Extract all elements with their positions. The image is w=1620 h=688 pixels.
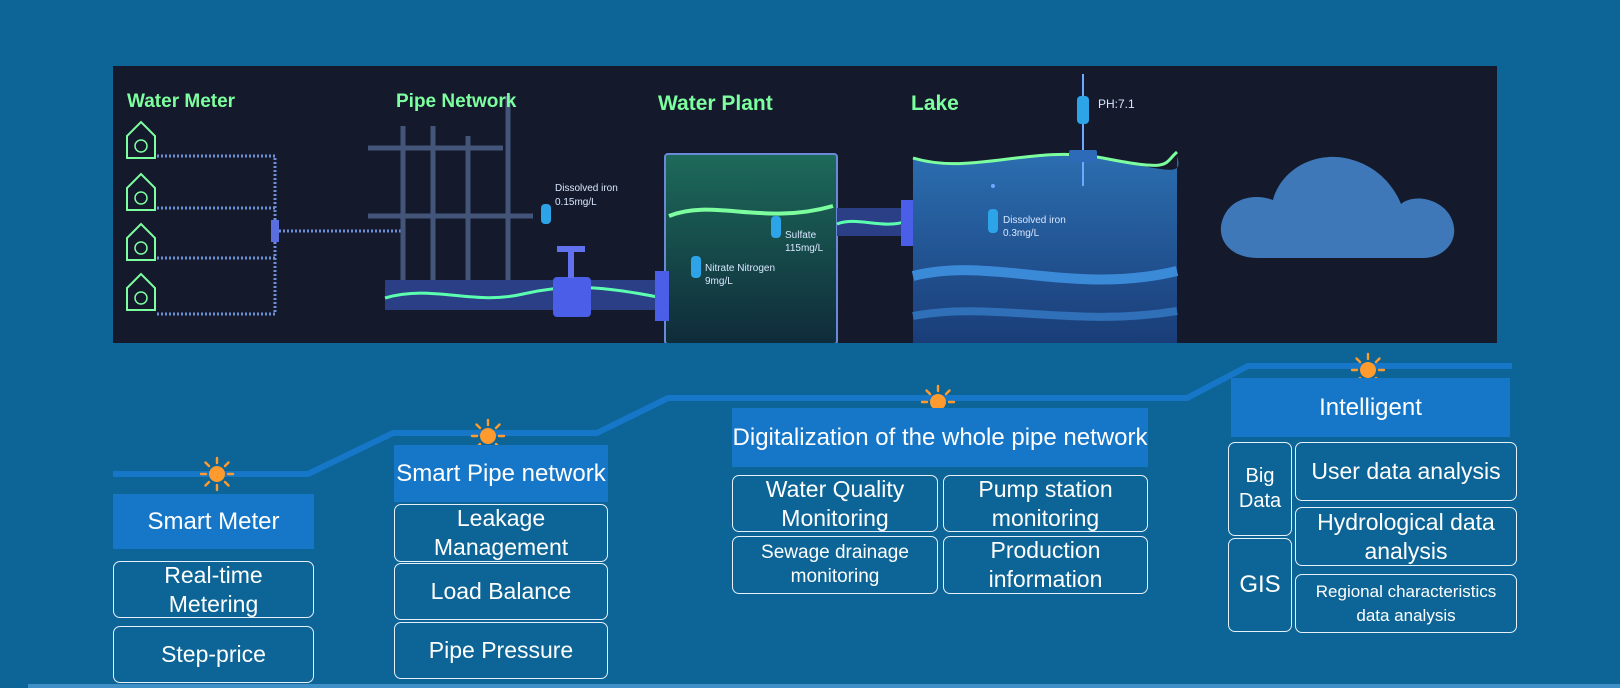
banner-illustration: Water Meter Pipe Network Water Plant Lak… [126,74,1455,343]
ph-sensor-icon [1077,96,1089,124]
house-icon [126,120,156,159]
load-balance-box: Load Balance [394,563,608,620]
water-plant-tank [664,153,838,343]
bottom-divider [28,684,1620,688]
lake-label: Lake [911,92,959,115]
sensor-icon [691,256,701,278]
lake-iron-value: 0.3mg/L [1003,228,1040,239]
water-plant-label: Water Plant [658,92,773,115]
staircase-line [113,363,1512,477]
pipe-pressure-box: Pipe Pressure [394,622,608,679]
house-icon [126,272,156,311]
intelligent-header: Intelligent [1231,378,1510,437]
sun-icon [199,456,235,492]
hydrological-data-analysis-box: Hydrological data analysis [1295,507,1517,566]
pump-station-monitoring-box: Pump station monitoring [943,475,1148,532]
lake-water [913,154,1179,343]
digitalization-header: Digitalization of the whole pipe network [732,408,1148,467]
sewage-drainage-monitoring-box: Sewage drainage monitoring [732,536,938,594]
nitrate-value: 9mg/L [705,276,733,287]
gis-box: GIS [1228,538,1292,632]
smart-pipe-header: Smart Pipe network [394,445,608,502]
regional-characteristics-box: Regional characteristics data analysis [1295,574,1517,633]
real-time-metering-box: Real-time Metering [113,561,314,618]
nitrate-label: Nitrate Nitrogen [705,263,775,274]
sulfate-label: Sulfate [785,230,817,241]
sensor-icon [771,216,781,238]
house-icon [126,172,156,211]
meter-joint [271,220,279,242]
water-quality-monitoring-box: Water Quality Monitoring [732,475,938,532]
pipe-network-label: Pipe Network [396,91,517,112]
user-data-analysis-box: User data analysis [1295,442,1517,501]
house-icon [126,222,156,261]
smart-meter-header: Smart Meter [113,494,314,549]
big-data-box: Big Data [1228,442,1292,536]
pipe-iron-label: Dissolved iron [555,183,618,194]
production-information-box: Production information [943,536,1148,594]
pipe-iron-value: 0.15mg/L [555,197,597,208]
cloud-icon [1220,156,1455,258]
sensor-icon [988,209,998,233]
valve-icon [553,277,591,317]
pipe-grid [368,96,533,291]
sensor-icon [541,204,551,224]
step-price-box: Step-price [113,626,314,683]
water-system-banner: Water Meter Pipe Network Water Plant Lak… [113,66,1497,343]
sulfate-value: 115mg/L [785,243,824,254]
lake-iron-label: Dissolved iron [1003,215,1066,226]
leakage-management-box: Leakage Management [394,504,608,562]
ph-label: PH:7.1 [1098,97,1135,111]
water-meter-label: Water Meter [127,91,236,112]
